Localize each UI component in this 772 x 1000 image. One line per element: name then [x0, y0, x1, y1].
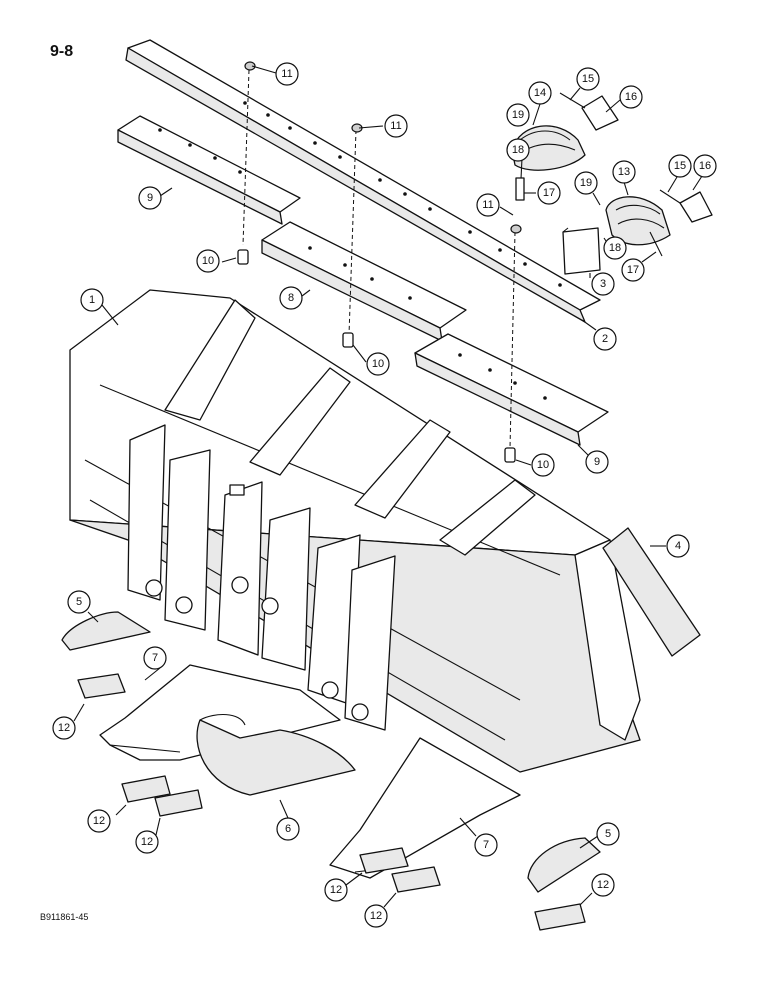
callout-17: 17: [621, 258, 645, 282]
svg-text:1: 1: [89, 294, 95, 306]
svg-text:17: 17: [627, 264, 639, 276]
callout-2: 2: [593, 327, 617, 351]
part-7-skid-left: [99, 664, 341, 761]
svg-text:14: 14: [534, 87, 546, 99]
svg-text:2: 2: [602, 333, 608, 345]
tooth-assembly-lower: [605, 189, 713, 257]
part-7-skid-right: [329, 737, 521, 879]
svg-text:13: 13: [618, 166, 630, 178]
svg-text:5: 5: [605, 828, 611, 840]
part-6-curved-shoe: [196, 714, 356, 796]
svg-text:19: 19: [580, 177, 592, 189]
callout-15: 15: [576, 67, 600, 91]
callout-12: 12: [87, 809, 111, 833]
svg-text:9: 9: [594, 456, 600, 468]
callout-3: 3: [591, 272, 615, 296]
svg-text:10: 10: [537, 459, 549, 471]
part-wear-plate-9-upper: [117, 115, 301, 225]
callout-12: 12: [591, 873, 615, 897]
callout-11: 11: [476, 193, 500, 217]
callout-5: 5: [596, 822, 620, 846]
svg-text:17: 17: [543, 187, 555, 199]
svg-text:12: 12: [330, 884, 342, 896]
svg-text:12: 12: [58, 722, 70, 734]
svg-text:6: 6: [285, 823, 291, 835]
callout-7: 7: [474, 833, 498, 857]
svg-text:15: 15: [674, 160, 686, 172]
callout-17: 17: [537, 181, 561, 205]
bolt-10-group: [237, 249, 516, 463]
callout-13: 13: [612, 160, 636, 184]
svg-text:5: 5: [76, 596, 82, 608]
callout-19: 19: [574, 171, 598, 195]
callout-19: 19: [506, 103, 530, 127]
part-wear-plate-8: [261, 221, 467, 342]
callout-11: 11: [275, 62, 299, 86]
callout-1: 1: [80, 288, 104, 312]
svg-text:16: 16: [699, 160, 711, 172]
svg-text:16: 16: [625, 91, 637, 103]
part-3-plate: [562, 227, 601, 275]
leader-lines: [73, 65, 703, 908]
svg-text:11: 11: [482, 199, 493, 211]
svg-text:12: 12: [141, 836, 153, 848]
callout-12: 12: [135, 830, 159, 854]
callout-12: 12: [324, 878, 348, 902]
callout-10: 10: [196, 249, 220, 273]
svg-text:12: 12: [597, 879, 609, 891]
callout-14: 14: [528, 81, 552, 105]
svg-text:4: 4: [675, 540, 681, 552]
svg-text:12: 12: [370, 910, 382, 922]
callout-18: 18: [603, 236, 627, 260]
callout-12: 12: [364, 904, 388, 928]
callout-6: 6: [276, 817, 300, 841]
part-4-side-plate: [602, 527, 701, 657]
figure-code: B911861-45: [40, 912, 89, 922]
svg-text:3: 3: [600, 278, 606, 290]
callout-11: 11: [384, 114, 408, 138]
svg-text:18: 18: [512, 144, 524, 156]
svg-text:12: 12: [93, 815, 105, 827]
part-12-blocks: [77, 673, 586, 931]
svg-text:9: 9: [147, 192, 153, 204]
svg-text:11: 11: [281, 68, 292, 80]
callout-8: 8: [279, 286, 303, 310]
svg-text:8: 8: [288, 292, 294, 304]
fastener-lines: [242, 69, 516, 449]
svg-text:18: 18: [609, 242, 621, 254]
callout-4: 4: [666, 534, 690, 558]
callout-18: 18: [506, 138, 530, 162]
part-bucket-body: [69, 289, 641, 773]
tooth-assembly-upper: [511, 92, 619, 201]
svg-text:7: 7: [483, 839, 489, 851]
callout-9: 9: [585, 450, 609, 474]
part-wear-plate-9-lower: [414, 333, 609, 446]
callout-10: 10: [366, 352, 390, 376]
callout-15: 15: [668, 154, 692, 178]
callout-12: 12: [52, 716, 76, 740]
callout-16: 16: [693, 154, 717, 178]
callout-7: 7: [143, 646, 167, 670]
svg-text:7: 7: [152, 652, 158, 664]
page-number-label: 9-8: [50, 43, 74, 60]
svg-text:11: 11: [390, 120, 401, 132]
callout-5: 5: [67, 590, 91, 614]
part-5-wedge-right: [527, 837, 601, 893]
svg-text:15: 15: [582, 73, 594, 85]
svg-text:10: 10: [372, 358, 384, 370]
callout-16: 16: [619, 85, 643, 109]
callout-9: 9: [138, 186, 162, 210]
callout-10: 10: [531, 453, 555, 477]
svg-text:10: 10: [202, 255, 214, 267]
svg-text:19: 19: [512, 109, 524, 121]
part-5-wedge-left: [61, 611, 151, 651]
